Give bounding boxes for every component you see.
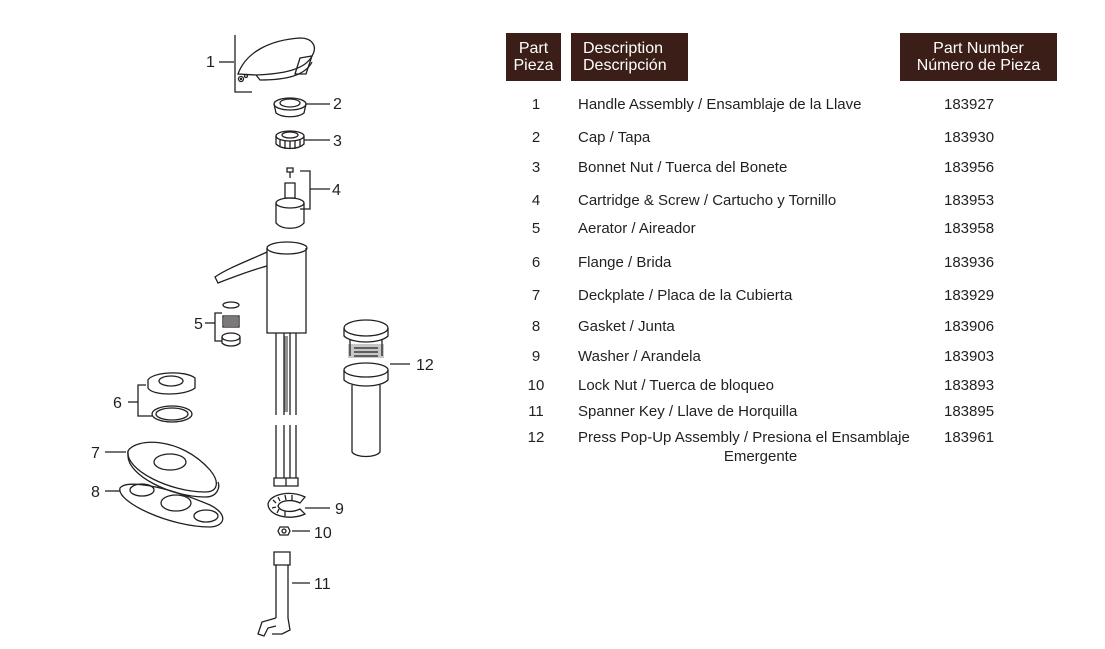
part-description: Press Pop-Up Assembly / Presiona el Ensa… — [578, 429, 910, 446]
part-num: 10 — [527, 377, 545, 394]
part-number: 183961 — [944, 429, 995, 446]
part-num: 11 — [528, 403, 544, 420]
lock-nut-drawing — [277, 526, 291, 536]
washer-drawing — [267, 492, 307, 518]
part-number: 183903 — [944, 348, 995, 365]
callout-5: 5 — [194, 316, 203, 333]
bonnet-nut-drawing — [275, 130, 305, 150]
part-description: Aerator / Aireador — [578, 220, 696, 237]
part-description: Cap / Tapa — [578, 129, 651, 146]
part-number: 183893 — [944, 377, 995, 394]
pop-up-assembly-drawing — [343, 319, 389, 458]
deckplate-drawing — [127, 441, 220, 498]
callout-11: 11 — [314, 576, 331, 593]
callout-10: 10 — [314, 525, 332, 542]
header-part-en: Part — [518, 40, 549, 57]
callout-12: 12 — [416, 357, 434, 374]
callout-2: 2 — [333, 96, 342, 113]
header-description-es: Descripción — [583, 57, 667, 74]
part-number: 183936 — [944, 254, 995, 271]
callout-6: 6 — [113, 395, 122, 412]
part-num: 9 — [531, 348, 541, 365]
faucet-body-drawing — [214, 241, 308, 487]
header-part: Part Pieza — [506, 33, 561, 81]
part-number: 183930 — [944, 129, 995, 146]
header-description: Description Descripción — [571, 33, 688, 81]
header-part-number: Part Number Número de Pieza — [900, 33, 1057, 81]
part-num: 3 — [531, 159, 541, 176]
part-description: Flange / Brida — [578, 254, 672, 271]
part-description: Spanner Key / Llave de Horquilla — [578, 403, 798, 420]
header-part-number-es: Número de Pieza — [916, 57, 1041, 74]
part-description: Deckplate / Placa de la Cubierta — [578, 287, 793, 304]
part-description: Gasket / Junta — [578, 318, 675, 335]
part-num: 12 — [527, 429, 545, 446]
part-number: 183956 — [944, 159, 995, 176]
aerator-drawing — [221, 301, 241, 347]
header-part-es: Pieza — [513, 57, 554, 74]
exploded-parts-diagram: 1 2 3 4 5 6 7 8 9 10 11 12 — [91, 35, 434, 637]
part-num: 1 — [531, 96, 541, 113]
callout-9: 9 — [335, 501, 344, 518]
part-number: 183895 — [944, 403, 995, 420]
part-description: Handle Assembly / Ensamblaje de la Llave — [578, 96, 862, 113]
part-num: 7 — [531, 287, 541, 304]
header-part-number-en: Part Number — [933, 40, 1024, 57]
part-number: 183958 — [944, 220, 995, 237]
part-num: 4 — [531, 192, 541, 209]
cap-drawing — [273, 97, 307, 118]
callout-8: 8 — [91, 484, 100, 501]
part-description: Cartridge & Screw / Cartucho y Tornillo — [578, 192, 837, 209]
handle-assembly-drawing — [234, 35, 315, 93]
part-description: Washer / Arandela — [578, 348, 701, 365]
part-description: Bonnet Nut / Tuerca del Bonete — [578, 159, 788, 176]
part-description: Lock Nut / Tuerca de bloqueo — [578, 377, 774, 394]
callout-7: 7 — [91, 445, 100, 462]
gasket-drawing — [119, 483, 224, 528]
part-num: 8 — [531, 318, 541, 335]
part-number: 183953 — [944, 192, 995, 209]
part-number: 183929 — [944, 287, 995, 304]
header-description-en: Description — [583, 40, 664, 57]
cartridge-drawing — [275, 167, 305, 229]
flange-drawing — [147, 372, 196, 423]
part-num: 5 — [531, 220, 541, 237]
part-number: 183906 — [944, 318, 995, 335]
spanner-key-drawing — [257, 551, 291, 637]
part-number: 183927 — [944, 96, 995, 113]
part-num: 2 — [531, 129, 541, 146]
callout-1: 1 — [206, 54, 215, 71]
part-description-continued: Emergente — [723, 448, 798, 465]
callout-4: 4 — [332, 182, 341, 199]
part-num: 6 — [531, 254, 541, 271]
callout-3: 3 — [333, 133, 342, 150]
